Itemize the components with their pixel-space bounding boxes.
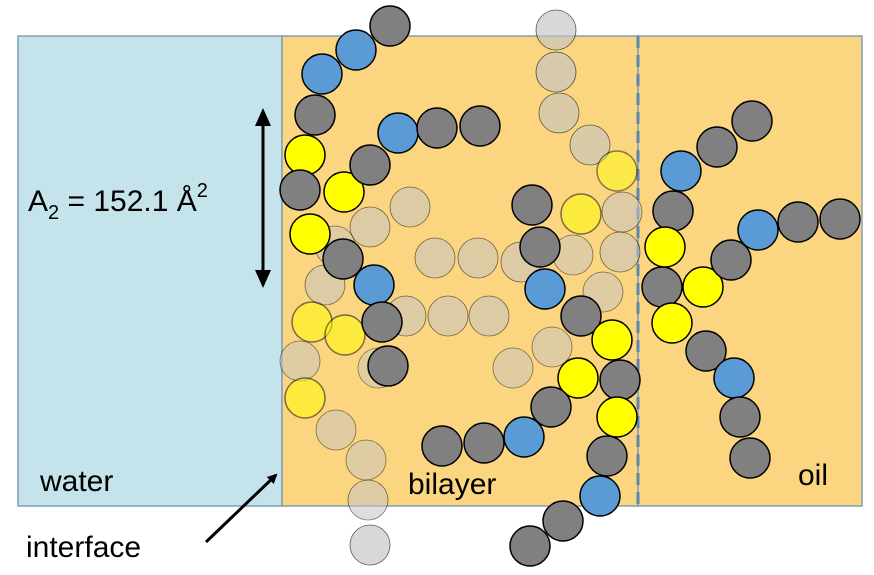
yellow-bead (284, 134, 326, 176)
gray-bead (294, 94, 336, 136)
yellow-bead (596, 396, 638, 438)
gray-bead (652, 190, 694, 232)
gray-bead (710, 239, 752, 281)
blue-bead (579, 475, 621, 517)
oil-label: oil (798, 459, 828, 492)
faded-bead (492, 347, 534, 389)
yellow-bead (557, 357, 599, 399)
water-label: water (39, 465, 113, 498)
faded-bead (596, 150, 638, 192)
gray-bead (731, 100, 773, 142)
blue-bead (301, 53, 343, 95)
faded-bead (284, 377, 326, 419)
gray-bead (416, 107, 458, 149)
gray-bead (511, 184, 553, 226)
faded-bead (457, 237, 499, 279)
gray-bead (599, 359, 641, 401)
faded-bead (531, 326, 573, 368)
gray-bead (519, 226, 561, 268)
faded-bead (345, 439, 387, 481)
area-label: A2 = 152.1 Å2 (28, 180, 208, 224)
gray-bead (509, 525, 551, 567)
gray-bead (819, 198, 861, 240)
gray-bead (586, 435, 628, 477)
blue-bead (737, 209, 779, 251)
gray-bead (777, 201, 819, 243)
area-superscript: 2 (197, 180, 208, 202)
yellow-bead (651, 302, 693, 344)
gray-bead (560, 295, 602, 337)
yellow-bead (323, 171, 365, 213)
gray-bead (349, 144, 391, 186)
gray-bead (367, 345, 409, 387)
blue-bead (524, 268, 566, 310)
gray-bead (641, 266, 683, 308)
gray-bead (729, 437, 771, 479)
gray-bead (459, 105, 501, 147)
molecule-beads (279, 5, 861, 567)
blue-bead (335, 29, 377, 71)
interface-label: interface (26, 531, 141, 564)
area-value: = 152.1 Å (59, 185, 197, 218)
faded-bead (414, 237, 456, 279)
bilayer-label: bilayer (408, 468, 496, 501)
area-double-arrow (255, 108, 271, 288)
blue-bead (660, 150, 702, 192)
faded-bead (601, 191, 643, 233)
gray-bead (463, 422, 505, 464)
faded-bead (315, 409, 357, 451)
faded-bead (324, 314, 366, 356)
gray-bead (421, 425, 463, 467)
faded-bead (535, 51, 577, 93)
gray-bead (719, 396, 761, 438)
yellow-bead (289, 213, 331, 255)
area-subscript: 2 (48, 202, 59, 224)
yellow-bead (644, 226, 686, 268)
gray-bead (685, 330, 727, 372)
water-region (17, 35, 283, 507)
gray-bead (369, 5, 411, 47)
blue-bead (377, 112, 419, 154)
gray-bead (361, 301, 403, 343)
faded-bead (468, 295, 510, 337)
yellow-bead (682, 266, 724, 308)
faded-bead (427, 295, 469, 337)
blue-bead (713, 357, 755, 399)
blue-bead (503, 416, 545, 458)
faded-bead (535, 9, 577, 51)
gray-bead (322, 238, 364, 280)
blue-bead (353, 264, 395, 306)
gray-bead (542, 500, 584, 542)
faded-bead (347, 479, 389, 521)
faded-bead (560, 193, 602, 235)
gray-bead (279, 169, 321, 211)
yellow-bead (591, 319, 633, 361)
faded-bead (279, 340, 321, 382)
gray-bead (696, 126, 738, 168)
faded-bead (349, 206, 391, 248)
faded-bead (538, 92, 580, 134)
gray-bead (530, 386, 572, 428)
interface-pointer-arrow (204, 473, 278, 544)
faded-bead (569, 124, 611, 166)
faded-bead (349, 524, 391, 566)
faded-bead (389, 186, 431, 228)
faded-bead (599, 231, 641, 273)
area-symbol: A (28, 185, 48, 218)
